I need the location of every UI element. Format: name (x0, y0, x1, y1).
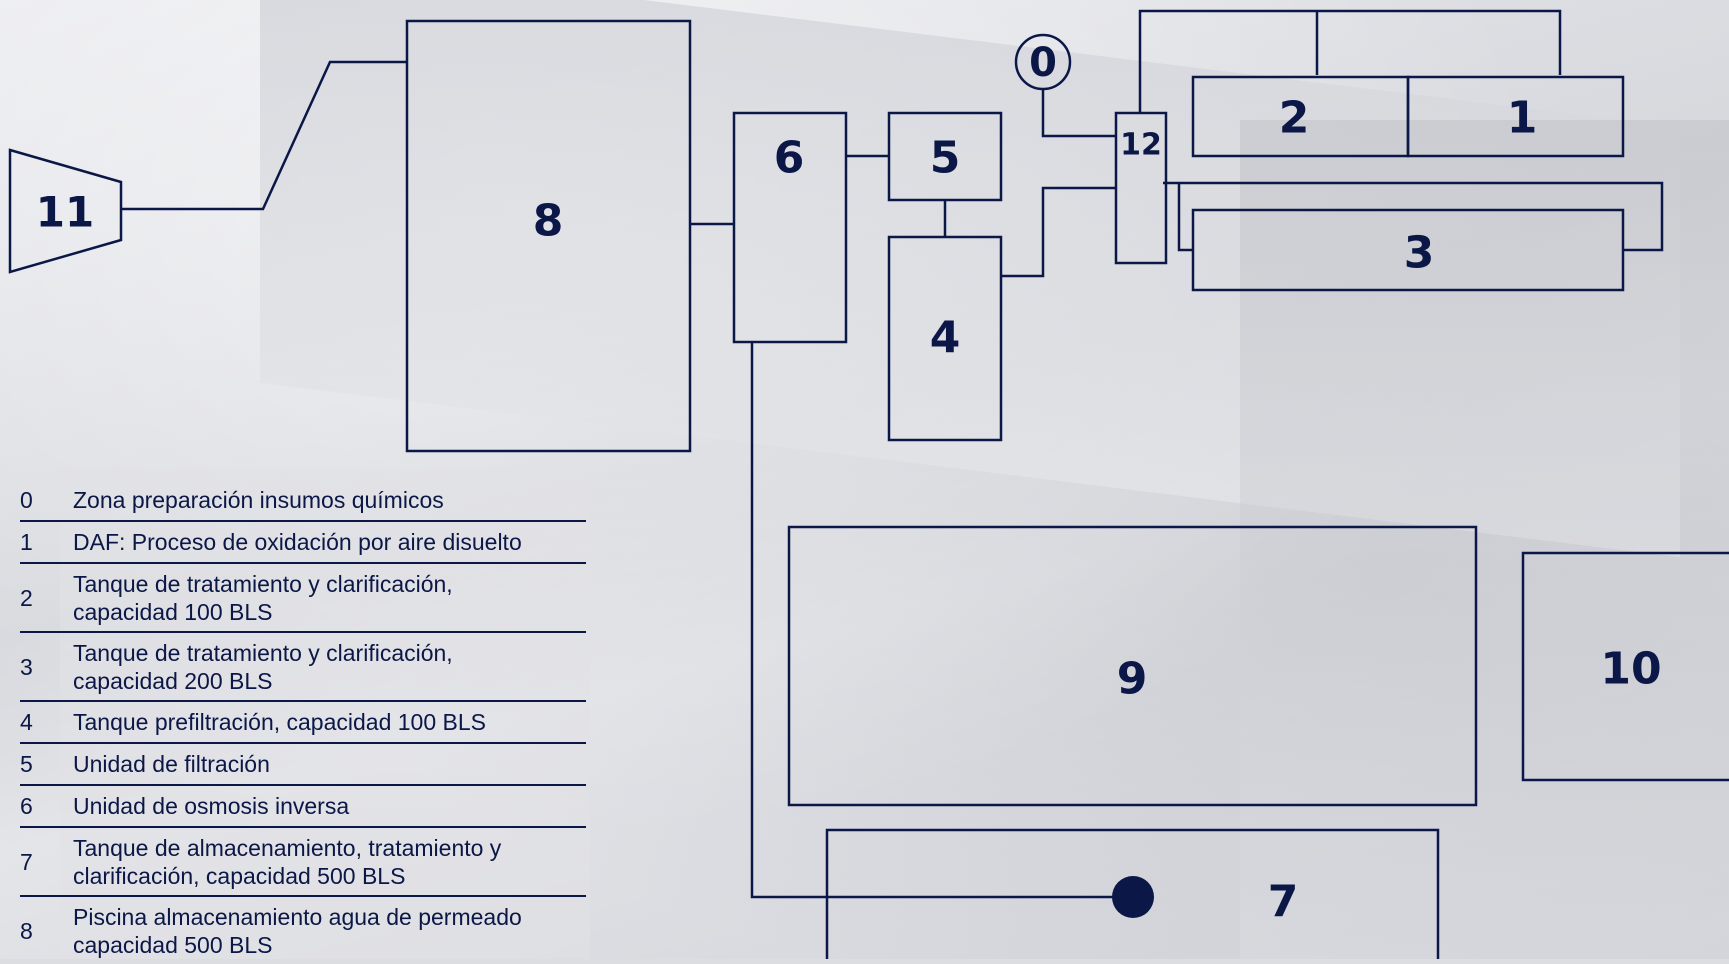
legend-text: Tanque de tratamiento y clarificación, c… (73, 639, 453, 694)
unit-11-shape (8, 148, 123, 274)
legend-row: 2 Tanque de tratamiento y clarificación,… (20, 564, 586, 633)
unit-6-box (732, 111, 848, 344)
legend-num: 3 (20, 653, 33, 680)
wire-12-3 (1163, 181, 1664, 252)
legend-num: 4 (20, 709, 33, 735)
legend-num: 2 (20, 584, 33, 611)
legend-text: Tanque de tratamiento y clarificación, c… (73, 570, 453, 625)
unit-label-8: 8 (533, 196, 564, 247)
legend: 0 Zona preparación insumos químicos 1 DA… (20, 480, 586, 964)
unit-8-box (405, 19, 692, 453)
legend-row: 5 Unidad de filtración (20, 744, 586, 786)
legend-row: 4 Tanque prefiltración, capacidad 100 BL… (20, 702, 586, 744)
legend-row: 0 Zona preparación insumos químicos (20, 480, 586, 522)
unit-0-circle (1014, 33, 1072, 91)
legend-num: 5 (20, 751, 33, 777)
legend-row: 3 Tanque de tratamiento y clarificación,… (20, 633, 586, 702)
unit-3-box (1191, 208, 1625, 292)
legend-text: Zona preparación insumos químicos (73, 487, 444, 513)
unit-label-12: 12 (1120, 128, 1162, 163)
legend-text: Tanque de almacenamiento, tratamiento y … (73, 834, 502, 889)
unit-7-box (825, 828, 1440, 959)
wire-12-3-left (1177, 183, 1193, 252)
legend-num: 1 (20, 529, 33, 555)
unit-label-0: 0 (1029, 40, 1057, 86)
unit-label-4: 4 (930, 313, 961, 364)
unit-5-box (887, 111, 1003, 202)
wire-12-top (1138, 9, 1562, 113)
wire-11-8 (120, 60, 408, 211)
legend-num: 8 (20, 917, 33, 944)
legend-text: Tanque prefiltración, capacidad 100 BLS (73, 709, 487, 735)
legend-num: 7 (20, 848, 33, 875)
unit-label-7: 7 (1268, 877, 1299, 928)
unit-label-9: 9 (1117, 654, 1148, 705)
legend-num: 0 (20, 487, 33, 513)
wire-4-12 (1001, 186, 1116, 278)
unit-9-box (787, 525, 1478, 807)
legend-row: 6 Unidad de osmosis inversa (20, 786, 586, 828)
unit-label-2: 2 (1279, 93, 1310, 144)
unit-4-box (887, 235, 1003, 442)
legend-num: 6 (20, 793, 33, 819)
unit-label-6: 6 (774, 133, 805, 184)
legend-row: 1 DAF: Proceso de oxidación por aire dis… (20, 522, 586, 564)
legend-row: 7 Tanque de almacenamiento, tratamiento … (20, 828, 586, 897)
unit-10-box (1521, 551, 1729, 782)
unit-label-5: 5 (930, 133, 961, 184)
unit-12-box (1114, 111, 1168, 265)
legend-text: Piscina almacenamiento agua de permeado … (73, 903, 522, 958)
unit-7-inlet-dot (1112, 876, 1154, 918)
legend-text: DAF: Proceso de oxidación por aire disue… (73, 529, 522, 555)
unit-label-1: 1 (1507, 93, 1538, 144)
wire-0-12 (1041, 90, 1116, 138)
unit-label-10: 10 (1600, 644, 1661, 695)
unit-label-11: 11 (36, 188, 94, 237)
legend-row: 8 Piscina almacenamiento agua de permead… (20, 897, 586, 964)
legend-text: Unidad de osmosis inversa (73, 793, 350, 819)
wire-6-7 (750, 342, 1133, 899)
unit-label-3: 3 (1404, 228, 1435, 279)
unit-1-box (1406, 75, 1625, 158)
legend-panel (60, 468, 590, 959)
legend-text: Unidad de filtración (73, 751, 270, 777)
